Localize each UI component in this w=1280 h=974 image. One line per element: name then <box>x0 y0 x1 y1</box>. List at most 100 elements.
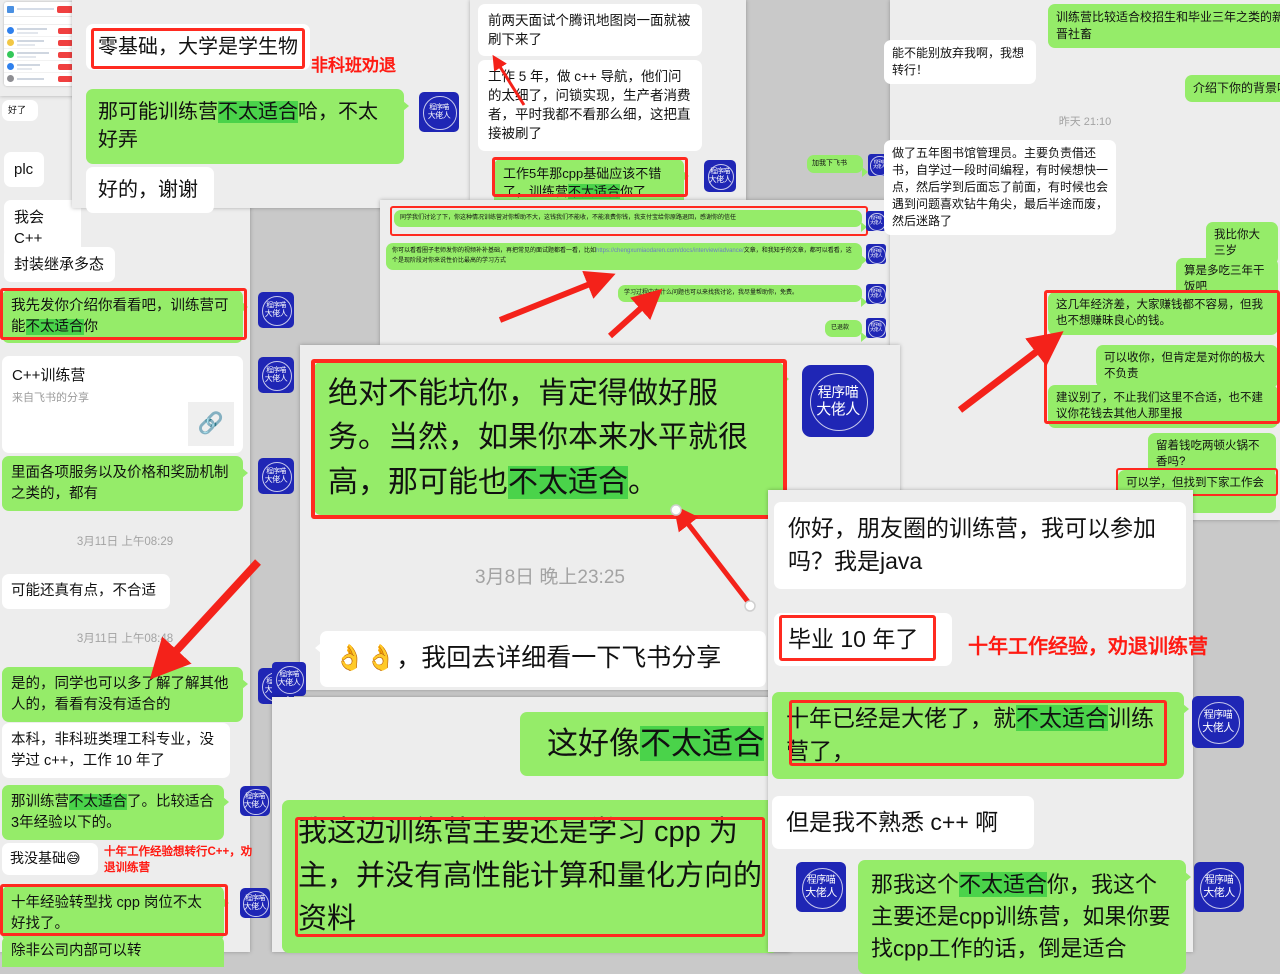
avatar-ring <box>707 163 735 191</box>
avatar[interactable]: 程序喵 大佬人 <box>796 862 846 912</box>
arrow-annotation <box>149 54 1064 680</box>
message-bubble[interactable]: 能不能别放弃我啊，我想转行！ <box>884 40 1036 85</box>
message-bubble[interactable]: 好的，谢谢 <box>86 167 214 214</box>
message-text: 介绍下你的背景吧 <box>1193 81 1280 95</box>
message-text: 好的，谢谢 <box>98 179 198 201</box>
message-text: 我这边训练营主要还是学习 cpp 为主，并没有高性能计算和量化方向的资料 <box>298 816 763 935</box>
avatar[interactable]: 程序喵 大佬人 <box>1192 696 1244 748</box>
message-bubble[interactable]: 那可能训练营不太适合哈，不太好弄 <box>86 89 409 164</box>
message-text: 加我下飞书 <box>812 160 847 167</box>
message-bubble[interactable]: 那训练营不太适合了。比较适合3年经验以下的。 <box>2 785 229 841</box>
annotation-text: 十年工作经验，劝退训练营 <box>968 636 1208 658</box>
message-text: 同学我们讨论了下，你这种情况训练营对你帮助不大，这钱我们不能收，不能浪费你钱，我… <box>400 215 737 221</box>
message-bubble[interactable]: plc <box>4 152 44 188</box>
avatar-ring <box>809 372 869 432</box>
message-bubble[interactable]: 做了五年图书馆管理员。主要负责借还书，自学过一段时间编程，有时候想快一点，然后学… <box>884 140 1116 236</box>
message-bubble[interactable]: 绝对不能坑你，肯定得做好服务。当然，如果你本来水平就很高，那可能也不太适合。 <box>314 362 789 516</box>
avatar-ring <box>243 789 269 815</box>
message-text: 学习过程中有什么问题也可以来找我讨论，我尽量帮助你，免费。 <box>624 290 799 296</box>
message-text: 封装继承多态 <box>14 256 105 273</box>
message-bubble[interactable]: 零基础，大学是学生物 <box>86 24 310 71</box>
message-text: 毕业 10 年了 <box>788 626 919 652</box>
avatar[interactable]: 程序喵 大佬人 <box>258 357 294 393</box>
message-bubble[interactable]: 本科，非科班类理工科专业，没学过 c++，工作 10 年了 <box>2 723 230 779</box>
avatar-ring <box>261 360 293 392</box>
avatar[interactable]: 程序喵 大佬人 <box>802 365 874 437</box>
message-bubble[interactable]: 十年经验转型找 cpp 岗位不太好找了。 <box>2 886 229 942</box>
ok-hand-emoji: 👌 <box>334 644 366 672</box>
message-bubble[interactable]: 你好，朋友圈的训练营，我可以参加吗？我是java <box>774 502 1186 589</box>
message-highlight: 不太适合 <box>25 318 84 335</box>
message-bubble[interactable]: 但是我不熟悉 c++ 啊 <box>772 796 1034 849</box>
link-card-title: C++训练营 <box>12 367 86 384</box>
message-link[interactable]: https://chengxumiaodaren.com/docs/interv… <box>596 248 744 254</box>
message-bubble[interactable]: 介绍下你的背景吧 <box>1185 75 1280 103</box>
message-text: 👌，我回去详细看一下飞书分享 <box>365 644 722 672</box>
avatar-ring <box>261 461 293 493</box>
avatar[interactable]: 程序喵 大佬人 <box>240 786 270 816</box>
message-text: 十年已经是大佬了，就 <box>786 705 1016 731</box>
message-bubble[interactable]: 工作 5 年，做 c++ 导航，他们问的太细了，问锁实现，生产者消费者，平时我都… <box>478 60 702 151</box>
message-bubble[interactable]: 我比你大三岁 <box>1206 222 1278 265</box>
message-bubble[interactable]: 我先发你介绍你看看吧，训练营可能不太适合你 <box>2 290 248 344</box>
message-bubble[interactable]: 封装继承多态 <box>4 247 115 283</box>
message-bubble[interactable]: 训练营比较适合校招生和毕业三年之类的新晋社畜 <box>1048 4 1280 49</box>
message-bubble[interactable]: 加我下飞书 <box>807 155 868 177</box>
avatar-ring <box>868 246 886 264</box>
message-text: 了。比较适合3年经验以下的。 <box>11 794 214 831</box>
message-bubble[interactable]: 建议别了，不止我们这里不合适，也不建议你花钱去其他人那里报 <box>1048 385 1278 428</box>
avatar[interactable]: 程序喵 大佬人 <box>1194 862 1244 912</box>
timestamp: 3月11日 上午08:29 <box>76 536 174 548</box>
message-bubble[interactable]: 这好像不太适合 <box>520 712 778 777</box>
avatar-ring <box>1197 701 1241 745</box>
message-bubble[interactable]: 是的，同学也可以多了解了解其他人的，看看有没有适合的 <box>2 667 248 723</box>
avatar-ring <box>868 320 886 338</box>
message-bubble[interactable]: 同学我们讨论了下，你这种情况训练营对你帮助不大，这钱我们不能收，不能浪费你钱，我… <box>394 210 867 232</box>
message-text: 我比你大三岁 <box>1214 229 1260 258</box>
thumbnail-screenshot <box>4 2 76 86</box>
message-highlight: 不太适合 <box>69 794 127 810</box>
avatar-ring <box>243 891 269 917</box>
avatar[interactable]: 程序喵 大佬人 <box>866 284 886 304</box>
avatar-ring <box>1199 867 1241 909</box>
message-bubble[interactable]: 学习过程中有什么问题也可以来找我讨论，我尽量帮助你，免费。 <box>618 285 867 307</box>
message-bubble[interactable]: 工作5年那cpp基础应该不错了，训练营不太适合你了 <box>494 159 689 208</box>
message-text: 能不能别放弃我啊，我想转行！ <box>892 46 1025 78</box>
message-text: 本科，非科班类理工科专业，没学过 c++，工作 10 年了 <box>11 732 214 769</box>
message-text: 是的，同学也可以多了解了解其他人的，看看有没有适合的 <box>11 676 229 713</box>
message-text: 已退款 <box>831 325 850 331</box>
message-bubble[interactable]: 可能还真有点，不合适 <box>2 574 170 609</box>
message-bubble[interactable]: 好了 <box>2 100 38 121</box>
message-bubble[interactable]: 里面各项服务以及价格和奖励机制之类的，都有 <box>2 456 248 512</box>
message-bubble[interactable]: 这几年经济差，大家赚钱都不容易，但我也不想赚昧良心的钱。 <box>1048 292 1278 335</box>
message-bubble[interactable]: 我没基础😅 <box>2 843 98 875</box>
message-bubble[interactable]: 你可以看看圈子老师发你的视频补补基础，再把常见的面试题都看一看，比如https:… <box>386 243 867 271</box>
message-bubble[interactable]: 已退款 <box>825 320 867 342</box>
annotation-text: 非科班劝退 <box>311 56 396 75</box>
avatar[interactable]: 程序喵 大佬人 <box>258 292 294 328</box>
message-text: 绝对不能坑你，肯定得做好服务。当然，如果你本来水平就很高，那可能也 <box>328 377 748 499</box>
avatar[interactable]: 程序喵 大佬人 <box>866 244 886 264</box>
link-card[interactable]: C++训练营 来自飞书的分享 🔗 <box>2 356 243 453</box>
message-text: 这几年经济差，大家赚钱都不容易，但我也不想赚昧良心的钱。 <box>1056 299 1263 328</box>
message-bubble[interactable]: 可以收你，但肯定是对你的极大不负责 <box>1096 345 1278 388</box>
link-card-subtitle: 来自飞书的分享 <box>12 392 89 405</box>
message-bubble[interactable]: 我这边训练营主要还是学习 cpp 为主，并没有高性能计算和量化方向的资料 <box>282 800 778 953</box>
message-text: 我会 C++ <box>14 209 45 248</box>
message-text: 那训练营 <box>11 794 69 810</box>
message-text: 工作 5 年，做 c++ 导航，他们问的太细了，问锁实现，生产者消费者，平时我都… <box>488 69 691 142</box>
message-bubble[interactable]: 👌👌，我回去详细看一下飞书分享 <box>315 631 766 687</box>
message-text: 好了 <box>8 105 27 115</box>
message-text: 你，我这个主要还是cpp训练营，如果你要找cpp工作的话，倒是适合 <box>871 872 1171 961</box>
avatar[interactable]: 程序喵 大佬人 <box>866 318 886 338</box>
avatar[interactable]: 程序喵 大佬人 <box>272 662 306 696</box>
message-bubble[interactable]: 前两天面试个腾讯地图岗一面就被刷下来了 <box>478 4 702 57</box>
message-bubble[interactable]: 毕业 10 年了 <box>774 613 952 666</box>
avatar[interactable]: 程序喵 大佬人 <box>240 888 270 918</box>
message-highlight: 不太适合 <box>508 465 628 499</box>
avatar[interactable]: 程序喵 大佬人 <box>419 92 459 132</box>
avatar-ring <box>275 665 305 695</box>
avatar[interactable]: 程序喵 大佬人 <box>258 458 294 494</box>
avatar[interactable]: 程序喵 大佬人 <box>704 160 736 192</box>
message-text: 留着钱吃两顿火锅不香吗? <box>1156 440 1260 469</box>
